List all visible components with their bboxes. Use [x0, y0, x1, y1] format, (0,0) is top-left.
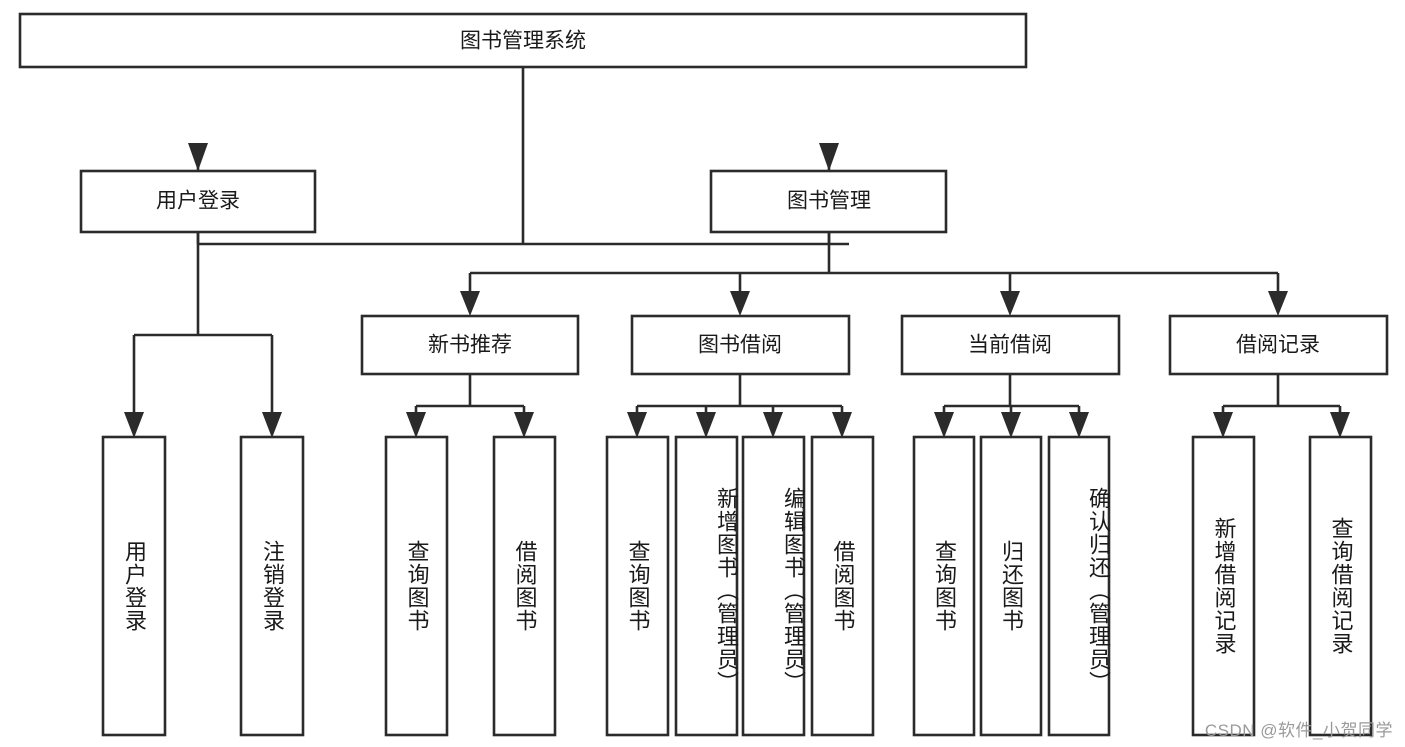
arrowhead-layer	[124, 143, 1350, 438]
node-leaf-borrow-book-1[interactable]	[492, 435, 557, 737]
node-new-book-recommend[interactable]	[360, 314, 580, 376]
node-leaf-edit-book[interactable]	[741, 435, 806, 737]
node-user-login[interactable]	[79, 169, 317, 234]
arrowhead-to-borrow-record	[1268, 291, 1288, 316]
arrowhead-to-leaf-query-book-3	[934, 412, 954, 438]
node-leaf-return-book[interactable]	[979, 435, 1043, 737]
node-leaf-add-book[interactable]	[674, 435, 739, 737]
node-leaf-logout-login[interactable]	[239, 435, 305, 737]
node-leaf-add-record[interactable]	[1191, 435, 1256, 737]
node-leaf-query-book-3[interactable]	[912, 435, 976, 737]
arrowhead-to-user-login	[188, 143, 208, 171]
arrowhead-to-leaf-user-login	[124, 412, 144, 438]
node-label-current-borrow: 当前借阅	[968, 334, 1052, 357]
arrowhead-to-leaf-return-book	[1001, 412, 1021, 438]
node-label-book-management: 图书管理	[787, 190, 871, 213]
arrowhead-to-current-borrow	[1000, 291, 1020, 316]
node-leaf-borrow-book-2[interactable]	[810, 435, 875, 737]
node-leaf-confirm-return[interactable]	[1047, 435, 1111, 737]
arrowhead-to-leaf-query-book-1	[406, 412, 426, 438]
arrowhead-to-book-borrow	[730, 291, 750, 316]
arrowhead-to-leaf-edit-book	[763, 412, 783, 438]
arrowhead-to-leaf-logout-login	[262, 412, 282, 438]
node-book-borrow[interactable]	[630, 314, 851, 376]
arrowhead-to-leaf-query-book-2	[627, 412, 647, 438]
arrowhead-to-leaf-add-record	[1213, 412, 1233, 438]
node-label-book-borrow: 图书借阅	[698, 334, 782, 357]
arrowhead-to-leaf-confirm-return	[1069, 412, 1089, 438]
arrowhead-to-leaf-query-record	[1330, 412, 1350, 438]
node-leaf-user-login[interactable]	[101, 435, 167, 737]
node-layer: 图书管理系统 用户登录 图书管理 新书推荐 图书借阅 当前借阅 借阅记录	[18, 12, 1389, 737]
arrowhead-to-leaf-borrow-book-1	[514, 412, 534, 438]
arrowhead-to-new-book-recommend	[460, 291, 480, 316]
node-book-management-system[interactable]	[18, 12, 1028, 69]
node-current-borrow[interactable]	[900, 314, 1121, 376]
csdn-watermark: CSDN @软件_小贺同学	[1204, 721, 1393, 740]
arrowhead-to-leaf-borrow-book-2	[832, 412, 852, 438]
arrowhead-to-book-management	[819, 143, 839, 171]
node-label-book-management-system: 图书管理系统	[460, 30, 586, 53]
node-leaf-query-book-1[interactable]	[384, 435, 449, 737]
node-leaf-query-book-2[interactable]	[605, 435, 670, 737]
arrowhead-to-leaf-add-book	[696, 412, 716, 438]
node-book-management[interactable]	[709, 169, 948, 234]
node-label-user-login: 用户登录	[156, 190, 240, 213]
node-label-borrow-record: 借阅记录	[1236, 334, 1320, 357]
node-leaf-query-record[interactable]	[1308, 435, 1373, 737]
node-label-new-book-recommend: 新书推荐	[428, 334, 512, 357]
node-borrow-record[interactable]	[1168, 314, 1389, 376]
